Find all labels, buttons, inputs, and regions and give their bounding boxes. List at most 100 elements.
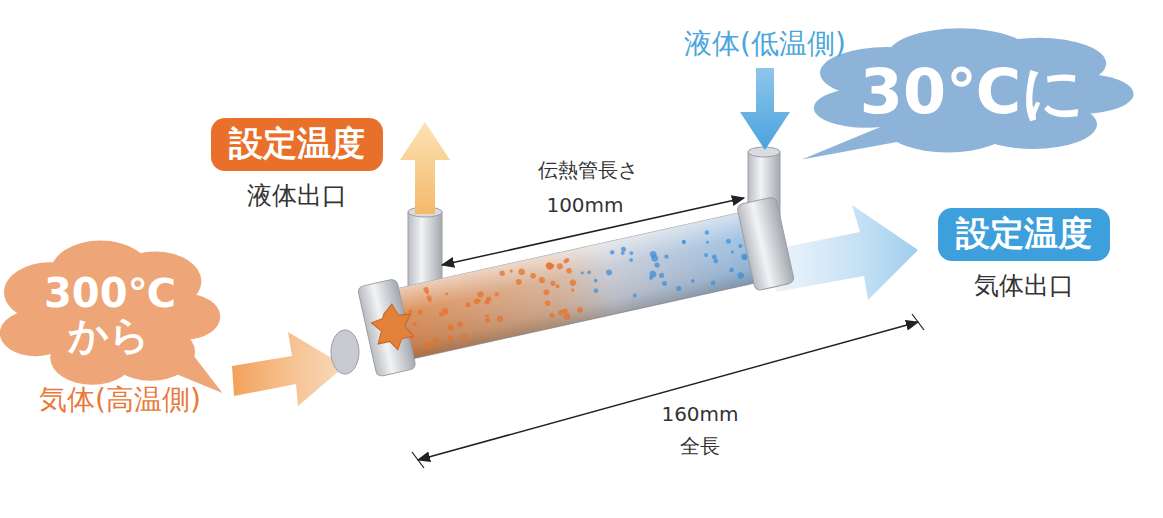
fluid-dot — [704, 253, 709, 258]
dimension-tick — [412, 452, 424, 468]
fluid-dot — [654, 262, 660, 268]
fluid-dot — [550, 280, 556, 286]
fluid-dot — [465, 302, 471, 308]
temperature-callout: 30℃に — [860, 59, 1084, 124]
tube-bundle-end — [368, 301, 417, 355]
fluid-dot — [569, 279, 577, 287]
fluid-dot — [447, 324, 455, 332]
fluid-dot — [577, 306, 584, 313]
fluid-dot — [515, 278, 522, 285]
fluid-dot — [609, 250, 614, 255]
fluid-dot — [518, 268, 526, 276]
setting-label: 設定温度 — [938, 208, 1110, 261]
fluid-dot — [485, 318, 490, 323]
dimension-caption: 伝熱管長さ — [538, 158, 638, 182]
fluid-dot — [496, 315, 504, 323]
dimension-value: 100mm — [546, 193, 623, 217]
fluid-dot — [563, 259, 568, 264]
outlet-label: 液体出口 — [247, 181, 347, 211]
fluid-dot — [447, 335, 454, 342]
liquid-inlet-arrow — [740, 68, 790, 150]
fluid-dot — [704, 230, 709, 235]
dimension-value: 160mm — [661, 402, 738, 426]
fluid-dot — [649, 270, 657, 278]
fluid-dot — [662, 281, 668, 287]
fluid-dot — [545, 262, 553, 270]
temperature-setting-box: 設定温度液体出口 — [211, 118, 383, 211]
nozzle-top — [748, 147, 780, 157]
fluid-dot — [461, 333, 467, 339]
fluid-dot — [445, 292, 449, 296]
fluid-dot — [509, 269, 513, 273]
fluid-dot — [676, 285, 682, 291]
fluid-dot — [632, 293, 637, 298]
gas-outlet-arrow — [770, 205, 918, 300]
fluid-dot — [593, 288, 598, 293]
gas-inlet-pipe — [331, 330, 359, 374]
fluid-dot — [621, 246, 627, 252]
temperature-setting-box: 設定温度気体出口 — [938, 208, 1110, 301]
fluid-dot — [439, 312, 444, 317]
fluid-dot — [710, 280, 715, 285]
fluid-dot — [538, 276, 545, 283]
fluid-dot — [456, 321, 463, 328]
fluid-dot — [620, 251, 625, 256]
fluid-dot — [730, 250, 734, 254]
fluid-dot — [580, 271, 584, 275]
fluid-dot — [477, 291, 484, 298]
fluid-dot — [435, 340, 440, 345]
fluid-dot — [606, 269, 613, 276]
dimension-tick — [912, 314, 924, 330]
temperature-callout: 300℃ から — [44, 272, 174, 356]
fluid-dot — [555, 284, 560, 289]
heat-transfer-tube — [392, 212, 759, 360]
total-length-dimension — [418, 322, 918, 460]
fluid-dot — [658, 272, 664, 278]
tube-shine — [392, 212, 759, 360]
gas-inlet-label: 気体(高温側) — [39, 383, 201, 417]
dimension-caption: 全長 — [680, 434, 720, 458]
fluid-dot — [549, 312, 555, 318]
fluid-dot — [629, 258, 633, 262]
fluid-dot — [544, 300, 551, 307]
speech-cloud: 300℃ から — [4, 246, 214, 382]
fluid-dot — [423, 342, 431, 350]
fluid-dot — [494, 292, 499, 297]
fluid-dot — [412, 321, 417, 326]
fluid-dot — [556, 263, 563, 270]
fluid-dot — [408, 309, 413, 314]
fluid-dots — [397, 218, 752, 355]
fluid-dot — [651, 254, 659, 262]
fluid-dot — [417, 309, 423, 315]
fluid-dot — [477, 299, 481, 303]
fluid-dot — [546, 262, 554, 270]
fluid-dot — [563, 313, 571, 321]
outlet-label: 気体出口 — [974, 271, 1074, 301]
fluid-dot — [486, 296, 492, 302]
speech-cloud: 30℃に — [820, 33, 1124, 150]
fluid-dot — [664, 254, 669, 259]
right-flange — [737, 196, 795, 291]
fluid-dot — [428, 298, 432, 302]
fluid-dot — [499, 270, 505, 276]
fluid-dot — [691, 279, 695, 283]
fluid-dot — [425, 290, 430, 295]
fluid-dot — [558, 309, 565, 316]
gas-inlet-arrow — [232, 332, 345, 406]
fluid-dot — [681, 239, 686, 244]
setting-label: 設定温度 — [211, 118, 383, 171]
tube-body-group — [357, 195, 795, 377]
fluid-dot — [713, 258, 718, 263]
fluid-dot — [485, 314, 489, 318]
fluid-dot — [593, 278, 598, 283]
fluid-dot — [729, 267, 734, 272]
fluid-dot — [571, 288, 575, 292]
fluid-dot — [743, 256, 747, 260]
fluid-dot — [726, 238, 732, 244]
fluid-dot — [543, 289, 550, 296]
fluid-dot — [737, 272, 745, 280]
fluid-dot — [738, 244, 743, 249]
liquid-inlet-label: 液体(低温側) — [684, 27, 846, 61]
liquid-outlet-arrow — [400, 122, 450, 214]
